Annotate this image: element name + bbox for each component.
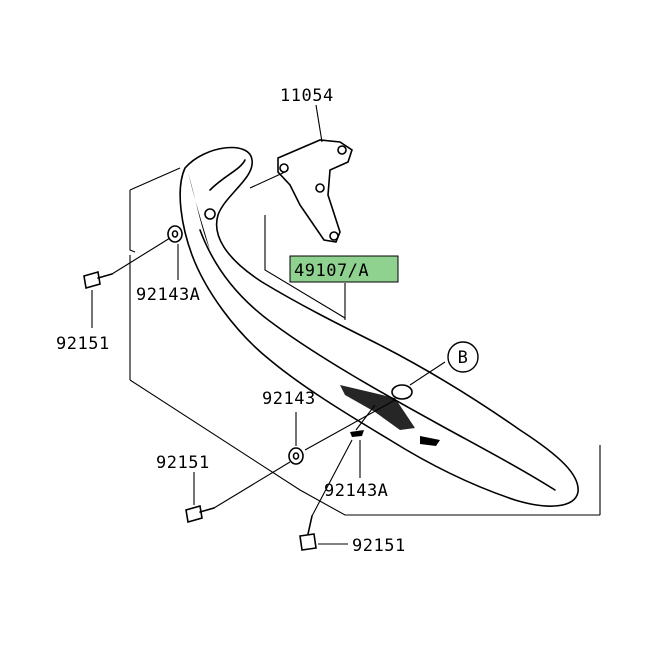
side-cover-part[interactable]: [179, 146, 579, 507]
bracket-part[interactable]: [277, 139, 353, 243]
leader-11054: [315, 104, 323, 143]
bracket-hole-2: [337, 145, 347, 155]
leader-bolt-mid-to-washer: [213, 461, 291, 509]
callout-b-label: B: [458, 348, 469, 368]
label-92151-mid[interactable]: 92151: [156, 453, 210, 473]
assembly-frame-upper: [129, 167, 181, 191]
leader-bolt-to-washer-top: [111, 237, 171, 275]
assembly-frame-bottom-diagonal: [129, 379, 600, 516]
callout-b-circle[interactable]: [447, 341, 479, 373]
assembly-frame-inner: [264, 215, 346, 319]
leader-callout-b: [409, 361, 446, 386]
leader-bracket-to-cover: [249, 171, 286, 189]
highlight-49107: [289, 255, 399, 283]
bolt-92151-mid[interactable]: [185, 504, 215, 524]
mount-boss-lower: [391, 384, 413, 400]
side-cover-slot: [340, 385, 415, 430]
bracket-hole-4: [329, 231, 339, 241]
leader-bolt-bottom-to-clip: [311, 439, 353, 517]
bracket-hole-1: [279, 163, 289, 173]
side-cover-notch: [420, 436, 440, 446]
bolt-92151-left[interactable]: [83, 270, 113, 290]
mount-hole-upper: [204, 208, 216, 220]
washer-92143a-top-hole: [171, 230, 179, 238]
label-92151-left[interactable]: 92151: [56, 334, 110, 354]
bolt-92151-bottom[interactable]: [299, 515, 317, 551]
bracket-hole-3: [315, 183, 325, 193]
label-92143a-top[interactable]: 92143A: [136, 285, 200, 305]
label-92143a-bottom[interactable]: 92143A: [324, 481, 388, 501]
label-11054[interactable]: 11054: [280, 86, 334, 106]
label-49107a[interactable]: 49107/A: [294, 261, 369, 281]
side-cover-ridge: [199, 229, 556, 491]
assembly-frame-top: [129, 190, 136, 253]
label-92151-bottom[interactable]: 92151: [352, 536, 406, 556]
washer-92143-hole: [292, 452, 300, 460]
leader-washer-to-boss: [304, 399, 396, 451]
leader-clip-to-cover: [355, 404, 376, 431]
side-cover-inner-edge: [209, 159, 246, 191]
clip-92143a-bottom[interactable]: [350, 430, 364, 437]
label-92143[interactable]: 92143: [262, 389, 316, 409]
